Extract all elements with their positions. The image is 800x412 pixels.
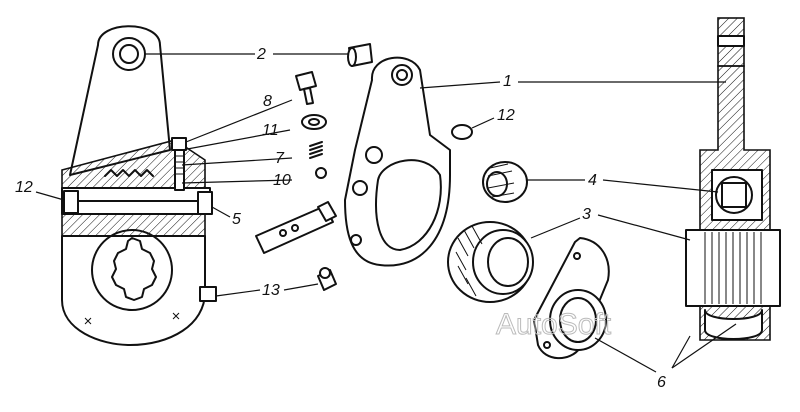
lever-body: [61, 25, 217, 346]
cover-plate-part-6: [533, 237, 610, 360]
callout-5: 5: [232, 211, 241, 228]
grease-nipple-part-13: [317, 267, 337, 291]
washer-part-11: [301, 114, 327, 130]
callout-7: 7: [275, 150, 285, 167]
spring-part-7: [309, 141, 323, 159]
callout-13: 13: [262, 282, 280, 299]
callout-6: 6: [657, 374, 666, 391]
section-view: [685, 17, 781, 341]
callout-4: 4: [588, 172, 597, 189]
bolt-part-8: [295, 71, 317, 105]
callout-3: 3: [582, 206, 591, 223]
ball-part-10: [315, 167, 327, 179]
watermark-text: AutoSoft: [496, 308, 612, 341]
callout-8: 8: [263, 93, 272, 110]
shaft-part-5: [255, 201, 337, 254]
callout-1: 1: [503, 73, 512, 90]
callout-12-left: 12: [15, 179, 33, 196]
leader-lines: [35, 53, 737, 373]
oring-part-12-right: [451, 124, 473, 140]
callout-11: 11: [262, 122, 279, 139]
needle-bearing-part-3: [447, 221, 534, 303]
bushing-part-2: [347, 43, 373, 67]
callout-10: 10: [273, 172, 291, 189]
worm-part-4: [482, 161, 528, 203]
housing-part-1: [344, 56, 451, 267]
callout-12-right: 12: [497, 107, 515, 124]
callout-2: 2: [256, 46, 266, 63]
callout-labels: 2 1 8 11 7 10 12 5 13 12 4 3 6: [15, 46, 666, 391]
